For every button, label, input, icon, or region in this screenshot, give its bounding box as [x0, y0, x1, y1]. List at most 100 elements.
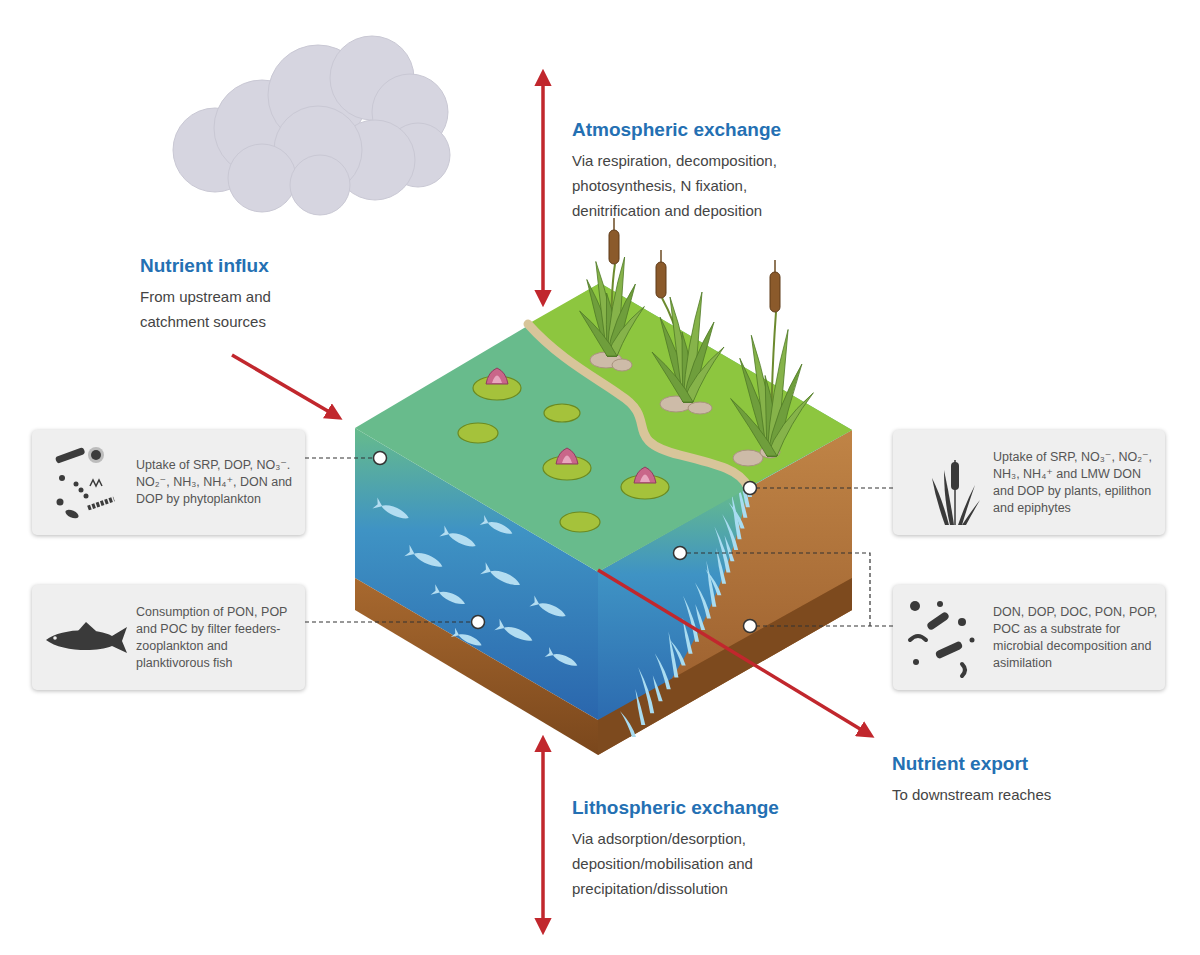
icon-part	[88, 447, 104, 463]
section-text: To downstream reaches	[892, 782, 1112, 807]
rock	[612, 359, 632, 371]
lily-pad	[560, 512, 600, 532]
grass-blade	[638, 667, 654, 713]
leader-line	[757, 487, 893, 488]
fish	[439, 526, 478, 552]
lily-flower	[486, 368, 508, 384]
cattail-icon	[932, 460, 980, 525]
lily-flower	[634, 467, 656, 483]
exchange-arrows	[232, 74, 870, 930]
fish	[545, 647, 580, 670]
phytoplankton-icon	[55, 447, 114, 520]
fish	[480, 515, 515, 538]
section-heading: Atmospheric exchange	[572, 119, 781, 141]
lily-flower	[556, 448, 578, 464]
cattail-spike	[613, 218, 615, 230]
callout-text: Uptake of SRP, NO₃⁻, NO₂⁻, NH₃, NH₄⁺ and…	[993, 449, 1158, 517]
fish-icon	[46, 622, 127, 653]
marker-dots	[374, 452, 757, 633]
icon-part	[935, 640, 964, 659]
grass-blade	[655, 653, 671, 689]
export-arrow	[598, 570, 870, 735]
icon-part	[88, 499, 114, 508]
sediment-layer	[598, 578, 852, 755]
ecosystem-block	[355, 218, 852, 755]
icon-part	[926, 611, 950, 631]
shore-path	[528, 324, 748, 487]
cattail-leaf	[652, 352, 693, 402]
icon-part	[962, 664, 965, 676]
fish	[404, 545, 445, 572]
section-text: Via respiration, decomposition, photosyn…	[572, 148, 822, 223]
icon-part	[962, 500, 980, 525]
icon-part	[78, 622, 96, 631]
cattail-head	[770, 272, 780, 312]
callout-text: Uptake of SRP, DOP, NO₃⁻. NO₂⁻, NH₃, NH₄…	[136, 457, 296, 508]
icon-part	[79, 488, 84, 493]
grass-blade	[653, 675, 663, 701]
leader-line	[305, 621, 471, 622]
fish	[480, 562, 523, 591]
lily-pad	[621, 475, 669, 499]
marker-dot	[744, 482, 757, 495]
callout-box: Uptake of SRP, DOP, NO₃⁻. NO₂⁻, NH₃, NH₄…	[32, 430, 305, 535]
icon-part	[74, 482, 79, 487]
leader-line	[305, 457, 373, 458]
leader-line	[687, 553, 870, 626]
lily-pad	[544, 404, 580, 422]
lily-petal	[640, 475, 650, 483]
microbe-icon	[910, 601, 975, 676]
lily-pad	[543, 456, 591, 480]
fish	[431, 584, 468, 609]
sediment-layer	[355, 578, 598, 755]
fish	[451, 628, 484, 650]
icon-part	[913, 659, 919, 665]
grass-blade	[695, 604, 705, 630]
atmospheric-arrow	[541, 74, 545, 302]
icon-part	[910, 636, 926, 640]
icon-part	[64, 508, 80, 520]
callout-text-block: Uptake of SRP, DOP, NO₃⁻. NO₂⁻, NH₃, NH₄…	[136, 457, 296, 508]
lily-pad	[458, 423, 498, 443]
icon-part	[59, 475, 65, 481]
cattails	[580, 218, 814, 456]
grass-blade	[668, 631, 678, 677]
influx-arrow	[232, 355, 338, 417]
rock	[733, 450, 763, 466]
cattail-head	[656, 262, 666, 298]
cattail-leaf	[683, 347, 724, 402]
cattail-leaf	[767, 393, 813, 456]
callout-box: DON, DOP, DOC, PON, POP, POC as a substr…	[893, 585, 1165, 690]
fish	[529, 596, 568, 622]
cattail-leaf	[731, 399, 777, 457]
marker-dot	[472, 616, 485, 629]
lily-petal	[562, 456, 572, 464]
grass-blade	[635, 689, 645, 725]
land-surface	[528, 283, 852, 487]
icon-part	[944, 470, 954, 525]
icon-part	[951, 462, 959, 490]
rock	[688, 402, 712, 414]
cattail-leaf	[580, 311, 617, 356]
grass-blade	[683, 596, 699, 642]
icon-part	[46, 627, 127, 653]
lily-pads	[458, 368, 669, 532]
lily-petal	[492, 376, 502, 384]
callout-text-block: Consumption of PON, POP and POC by filte…	[136, 604, 296, 672]
fish	[494, 619, 535, 646]
marker-dot	[744, 620, 757, 633]
leader-lines	[305, 458, 893, 626]
lily-pad	[473, 376, 521, 400]
icon-part	[958, 618, 966, 626]
marker-dot	[374, 452, 387, 465]
icon-part	[55, 447, 86, 464]
icon-part	[91, 450, 101, 460]
leader-line	[757, 625, 893, 626]
icon-part	[57, 499, 64, 506]
grass-blade	[620, 711, 636, 737]
icon-part	[53, 636, 57, 640]
icon-part	[84, 494, 89, 499]
callout-text: Consumption of PON, POP and POC by filte…	[136, 604, 296, 672]
callout-text-block: DON, DOP, DOC, PON, POP, POC as a substr…	[993, 604, 1161, 672]
